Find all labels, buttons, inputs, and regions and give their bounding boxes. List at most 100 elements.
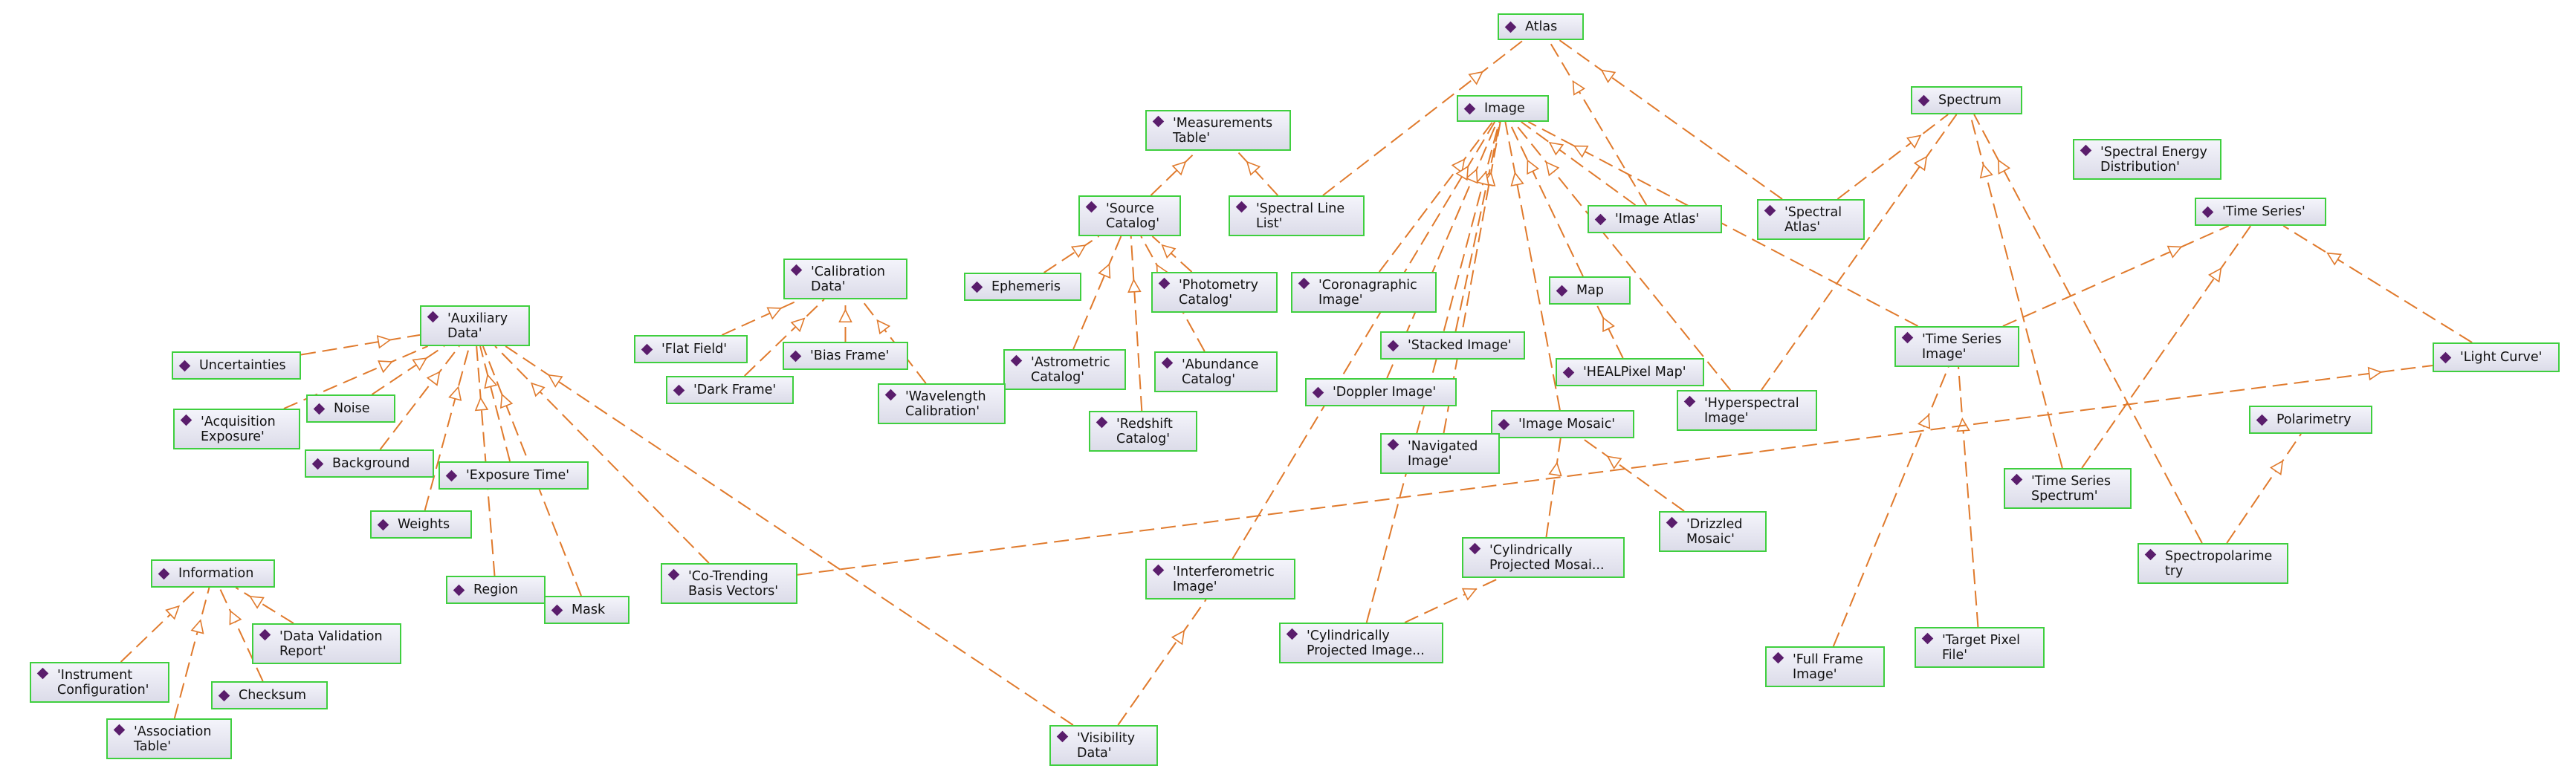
node-dark-frame[interactable]: 'Dark Frame' [666, 376, 794, 404]
node-doppler-image[interactable]: 'Doppler Image' [1305, 378, 1457, 406]
node-information[interactable]: Information [151, 559, 275, 588]
node-abundance-catalog[interactable]: 'Abundance Catalog' [1154, 351, 1278, 392]
generalization-edge [219, 587, 264, 682]
node-instrument-configuration[interactable]: 'Instrument Configuration' [30, 662, 169, 703]
node-time-series[interactable]: 'Time Series' [2195, 198, 2326, 226]
generalization-edge [2282, 225, 2473, 343]
class-diamond-icon [1918, 94, 1930, 106]
node-light-curve[interactable]: 'Light Curve' [2433, 342, 2560, 372]
class-diamond-icon [1901, 331, 1914, 344]
generalization-arrowhead [1913, 155, 1928, 172]
node-label: Uncertainties [199, 358, 286, 373]
generalization-arrowhead [2269, 460, 2284, 475]
generalization-arrowhead [190, 619, 204, 634]
node-coronagraphic-image[interactable]: 'Coronagraphic Image' [1291, 272, 1437, 313]
node-image-mosaic[interactable]: 'Image Mosaic' [1491, 410, 1634, 438]
node-label: 'Navigated Image' [1408, 438, 1478, 469]
class-diamond-icon [218, 689, 230, 701]
class-diamond-icon [1463, 103, 1476, 114]
node-uncertainties[interactable]: Uncertainties [172, 351, 301, 380]
node-target-pixel-file[interactable]: 'Target Pixel File' [1915, 627, 2045, 668]
node-acquisition-exposure[interactable]: 'Acquisition Exposure' [173, 409, 300, 449]
node-bias-frame[interactable]: 'Bias Frame' [783, 342, 908, 370]
node-checksum[interactable]: Checksum [211, 681, 328, 709]
node-label: Ephemeris [991, 279, 1061, 294]
node-label: 'Spectral Atlas' [1784, 204, 1842, 235]
node-association-table[interactable]: 'Association Table' [106, 718, 232, 759]
generalization-arrowhead [2326, 252, 2342, 266]
node-hyperspectral-image[interactable]: 'Hyperspectral Image' [1677, 390, 1817, 431]
generalization-edge [1545, 438, 1562, 538]
node-time-series-spectrum[interactable]: 'Time Series Spectrum' [2004, 468, 2132, 509]
node-time-series-image[interactable]: 'Time Series Image' [1894, 326, 2019, 367]
node-spectral-atlas[interactable]: 'Spectral Atlas' [1757, 199, 1865, 240]
node-flat-field[interactable]: 'Flat Field' [634, 335, 748, 363]
generalization-arrowhead [1548, 461, 1562, 477]
node-drizzled-mosaic[interactable]: 'Drizzled Mosaic' [1659, 511, 1767, 552]
generalization-edge [300, 334, 421, 356]
generalization-edge [505, 345, 1074, 726]
node-noise[interactable]: Noise [306, 394, 395, 423]
generalization-edge [1521, 121, 1637, 206]
node-auxiliary-data[interactable]: 'Auxiliary Data' [420, 305, 530, 346]
node-label: 'Source Catalog' [1106, 201, 1160, 231]
node-spectral-energy-distribution[interactable]: 'Spectral Energy Distribution' [2073, 139, 2221, 180]
node-ephemeris[interactable]: Ephemeris [964, 273, 1081, 301]
generalization-edge [1378, 121, 1494, 273]
class-diamond-icon [2201, 206, 2214, 218]
generalization-edge [235, 587, 294, 624]
node-label: 'Measurements Table' [1173, 115, 1273, 146]
node-image-atlas[interactable]: 'Image Atlas' [1588, 205, 1722, 233]
node-measurements-table[interactable]: 'Measurements Table' [1145, 110, 1291, 151]
node-interferometric-image[interactable]: 'Interferometric Image' [1145, 559, 1295, 600]
node-wavelength-calibration[interactable]: 'Wavelength Calibration' [878, 383, 1006, 424]
node-map[interactable]: Map [1549, 276, 1631, 305]
node-polarimetry[interactable]: Polarimetry [2249, 406, 2372, 434]
node-full-frame-image[interactable]: 'Full Frame Image' [1765, 646, 1885, 687]
node-source-catalog[interactable]: 'Source Catalog' [1078, 195, 1181, 236]
node-cylindrically-projected-image[interactable]: 'Cylindrically Projected Image... [1279, 623, 1443, 663]
node-atlas[interactable]: Atlas [1498, 13, 1584, 40]
node-co-trending-basis-vectors[interactable]: 'Co-Trending Basis Vectors' [661, 563, 797, 604]
node-label: 'Cylindrically Projected Mosai... [1489, 542, 1605, 573]
node-background[interactable]: Background [305, 449, 434, 478]
node-region[interactable]: Region [446, 576, 546, 604]
node-label: 'Image Mosaic' [1518, 417, 1616, 432]
node-astrometric-catalog[interactable]: 'Astrometric Catalog' [1003, 349, 1126, 390]
class-diamond-icon [884, 389, 897, 401]
node-spectrum[interactable]: Spectrum [1911, 86, 2022, 114]
node-spectropolarimetry[interactable]: Spectropolarime try [2138, 543, 2288, 584]
node-spectral-line-list[interactable]: 'Spectral Line List' [1229, 195, 1365, 236]
class-diamond-icon [1594, 213, 1607, 225]
node-redshift-catalog[interactable]: 'Redshift Catalog' [1089, 411, 1197, 452]
node-label: Spectropolarime try [2165, 548, 2273, 579]
node-label: 'Cylindrically Projected Image... [1307, 628, 1425, 658]
generalization-arrowhead [1465, 168, 1478, 184]
node-navigated-image[interactable]: 'Navigated Image' [1380, 433, 1500, 474]
node-mask[interactable]: Mask [544, 596, 630, 624]
node-label: Checksum [239, 688, 307, 703]
node-image[interactable]: Image [1457, 95, 1549, 122]
node-label: 'Exposure Time' [466, 468, 570, 483]
node-stacked-image[interactable]: 'Stacked Image' [1380, 331, 1525, 360]
node-label: 'Full Frame Image' [1793, 652, 1863, 682]
node-label: Noise [334, 401, 370, 416]
generalization-edge [494, 345, 710, 564]
node-label: 'Target Pixel File' [1942, 632, 2020, 663]
generalization-edge [1547, 39, 1648, 206]
class-diamond-icon [1469, 542, 1481, 555]
node-exposure-time[interactable]: 'Exposure Time' [438, 461, 589, 490]
node-data-validation-report[interactable]: 'Data Validation Report' [252, 623, 401, 664]
node-photometry-catalog[interactable]: 'Photometry Catalog' [1151, 272, 1278, 313]
class-diamond-icon [445, 470, 458, 481]
node-label: 'HEALPixel Map' [1583, 365, 1686, 380]
node-calibration-data[interactable]: 'Calibration Data' [783, 259, 907, 299]
node-visibility-data[interactable]: 'Visibility Data' [1049, 725, 1158, 766]
generalization-edge [476, 345, 496, 576]
generalization-arrowhead [876, 319, 891, 335]
node-healpixel-map[interactable]: 'HEALPixel Map' [1556, 358, 1704, 386]
node-cylindrically-projected-mosaic[interactable]: 'Cylindrically Projected Mosai... [1462, 537, 1625, 578]
node-label: Atlas [1525, 19, 1558, 34]
generalization-arrowhead [249, 596, 265, 609]
node-weights[interactable]: Weights [370, 510, 472, 539]
